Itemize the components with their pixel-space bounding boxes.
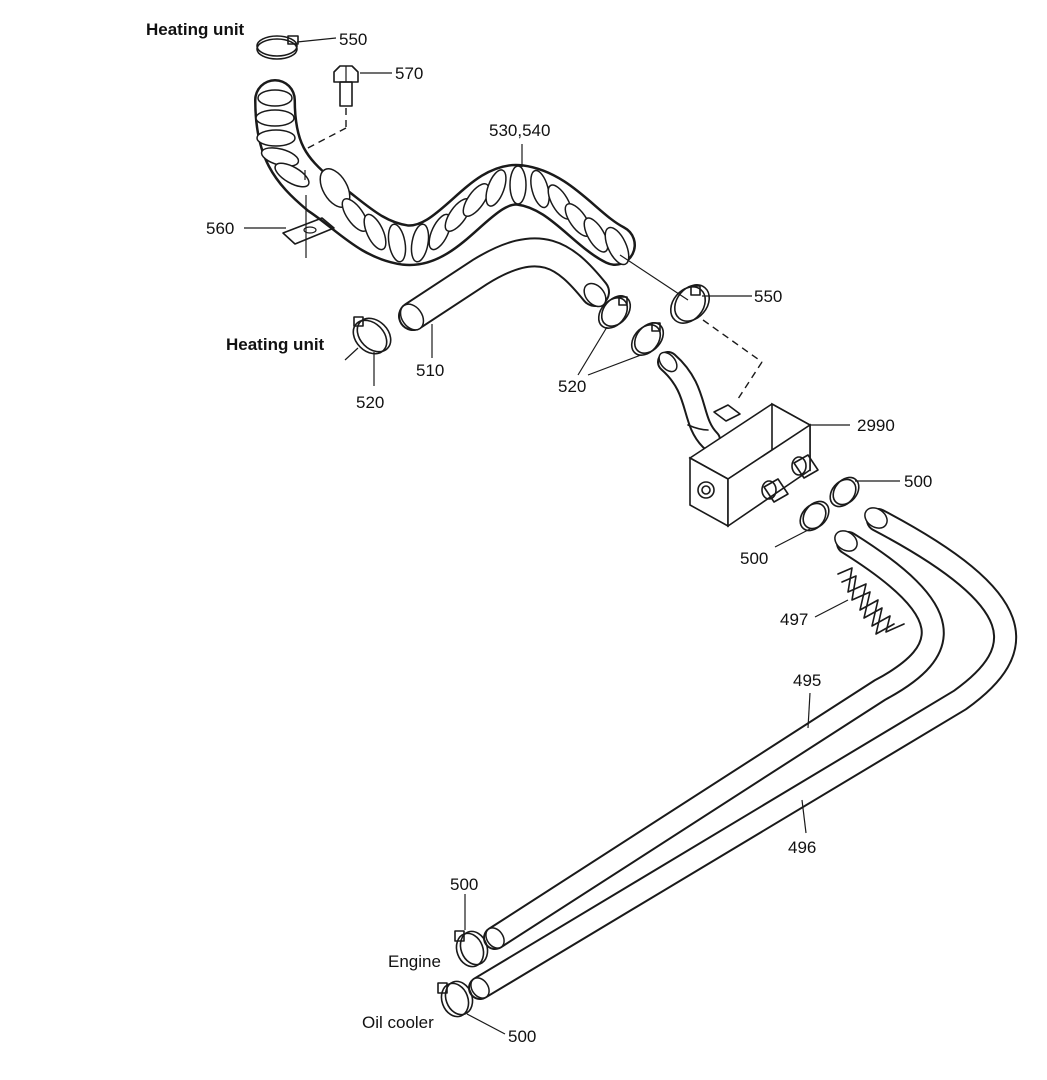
hose-495 (483, 530, 945, 950)
callout-497: 497 (780, 610, 808, 629)
text-labels: Heating unit Heating unit Engine Oil coo… (146, 20, 932, 1046)
callout-550-top: 550 (339, 30, 367, 49)
callout-560: 560 (206, 219, 234, 238)
distribution-block-2990 (657, 351, 819, 528)
spring-497 (837, 567, 905, 635)
clamp-520-mid-a (597, 295, 632, 329)
hose-ribs (255, 89, 630, 266)
callout-550-mid: 550 (754, 287, 782, 306)
hose-496 (468, 507, 1018, 1000)
callout-496: 496 (788, 838, 816, 857)
label-engine: Engine (388, 952, 441, 971)
callout-495: 495 (793, 671, 821, 690)
clamp-500-engine (454, 930, 489, 968)
clamp-500-oil-cooler (437, 980, 474, 1018)
label-heating-unit-left: Heating unit (226, 335, 325, 354)
clamp-550-mid (669, 284, 711, 324)
callout-530-540: 530,540 (489, 121, 550, 140)
clamp-500-right (829, 476, 860, 508)
clamp-520-left (352, 316, 392, 355)
label-oil-cooler: Oil cooler (362, 1013, 434, 1032)
callout-520-left: 520 (356, 393, 384, 412)
bolt-570 (303, 65, 359, 151)
callout-500-right: 500 (904, 472, 932, 491)
hose-510 (398, 237, 610, 331)
callout-500-mid: 500 (740, 549, 768, 568)
callout-2990: 2990 (857, 416, 895, 435)
callout-500-bottom: 500 (508, 1027, 536, 1046)
callout-520-mid: 520 (558, 377, 586, 396)
clamp-500-mid (799, 500, 830, 532)
corrugated-hose-530-540 (254, 79, 636, 267)
callout-570: 570 (395, 64, 423, 83)
leader-lines (244, 37, 900, 1035)
block-nipple-lower (761, 478, 789, 503)
block-nipple-upper (791, 454, 819, 479)
callout-510: 510 (416, 361, 444, 380)
clamp-550-top (256, 35, 299, 60)
clamp-520-mid-b (630, 322, 665, 356)
callout-500-bottom-top: 500 (450, 875, 478, 894)
bracket-560 (282, 195, 335, 258)
label-heating-unit-top: Heating unit (146, 20, 245, 39)
